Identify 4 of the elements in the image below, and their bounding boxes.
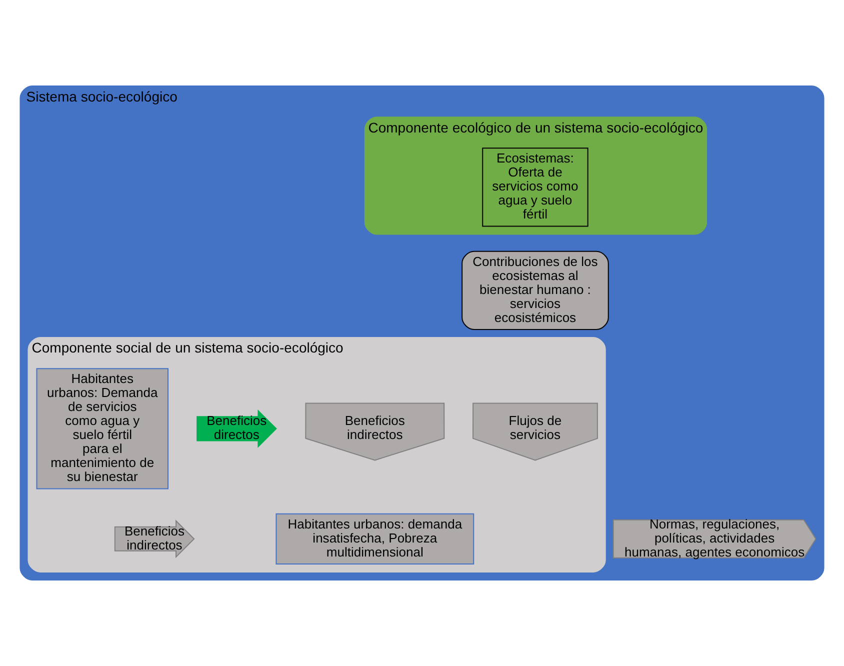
node-box: Habitantes urbanos: Demanda de servicios como agua y suelo fértil para el mantenimiento de su bienestar <box>36 368 168 490</box>
node-box: Habitantes urbanos: demanda insatisfecha, Pobreza multidimensional <box>276 513 474 564</box>
node-box: Contribuciones de los ecosistemas al bienestar humano : servicios ecosistémicos <box>462 250 609 330</box>
node-box: Ecosistemas: Oferta de servicios como agua y suelo fértil <box>482 148 588 227</box>
